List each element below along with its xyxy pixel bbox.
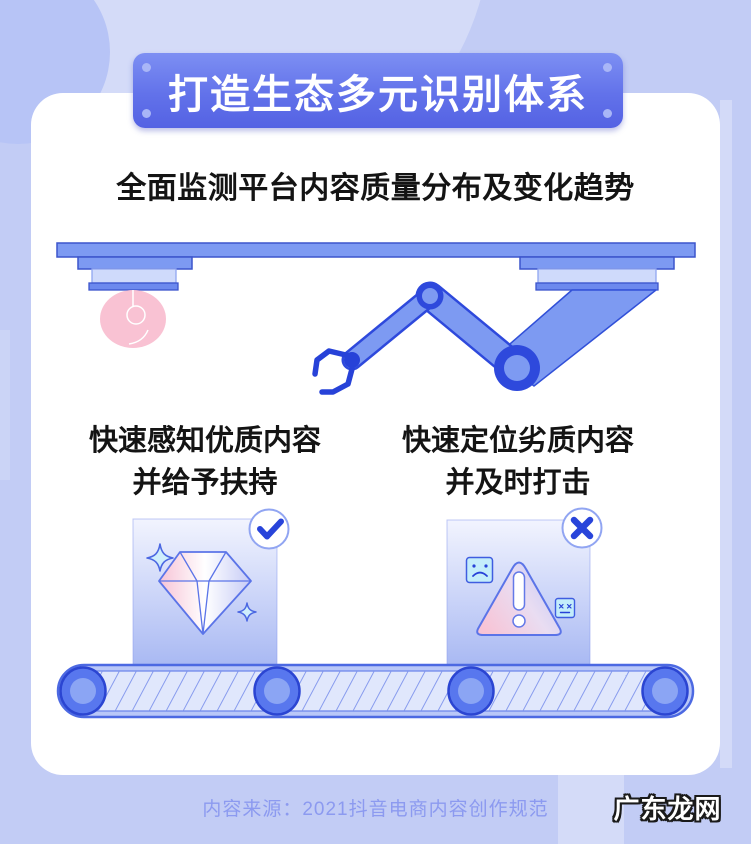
arm-mount (519, 256, 675, 291)
robotic-arm-icon (312, 281, 657, 395)
dead-face-icon (554, 597, 576, 619)
diamond-icon (158, 551, 252, 635)
heading-line: 并给予扶持 (132, 467, 278, 499)
sparkle-icon (146, 543, 257, 622)
bad-column-heading: 快速定位劣质内容 并及时打击 (368, 420, 668, 504)
screw-dot-icon (603, 63, 612, 72)
conveyor-belt (56, 663, 695, 719)
heading-line: 快速感知优质内容 (88, 425, 321, 457)
roller-icon (447, 666, 495, 716)
content-source: 内容来源：2021抖音电商内容创作规范 (202, 799, 549, 820)
bad-content-card (446, 507, 603, 666)
claw-icon (312, 348, 360, 395)
screw-dot-icon (142, 63, 151, 72)
background-right-strip (720, 100, 732, 768)
quality-content-card (132, 508, 290, 666)
banner-title: 打造生态多元识别体系 (168, 72, 588, 117)
lamp-mount (77, 256, 193, 291)
quality-column-heading: 快速感知优质内容 并给予扶持 (55, 420, 355, 504)
sad-face-icon (465, 556, 494, 584)
x-badge-icon (561, 507, 603, 549)
subtitle: 全面监测平台内容质量分布及变化趋势 (116, 172, 635, 205)
roller-icon (59, 666, 107, 716)
roller-icon (641, 666, 689, 716)
check-badge-icon (248, 508, 290, 550)
screw-dot-icon (142, 109, 151, 118)
watermark: 广东龙网 (613, 794, 722, 824)
ceiling-bar (56, 242, 696, 258)
background-left-strip (0, 330, 10, 480)
warning-triangle-icon (476, 561, 562, 636)
heading-line: 并及时打击 (445, 467, 591, 499)
title-banner: 打造生态多元识别体系 (133, 53, 623, 128)
light-bulb-icon (100, 290, 166, 348)
roller-icon (253, 666, 301, 716)
screw-dot-icon (603, 109, 612, 118)
heading-line: 快速定位劣质内容 (401, 425, 634, 457)
